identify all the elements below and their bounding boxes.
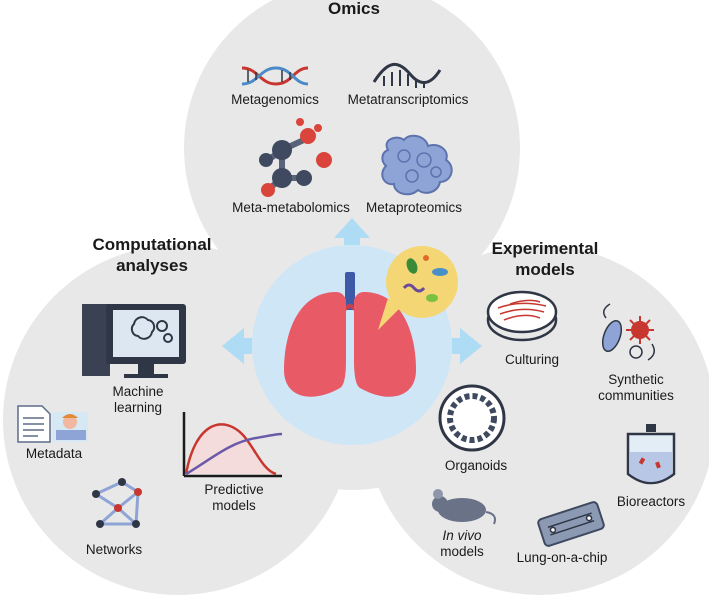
bioreactor-icon bbox=[626, 424, 676, 485]
arrow-left-icon bbox=[222, 328, 252, 364]
petri-dish-icon bbox=[486, 290, 558, 342]
arrows bbox=[222, 218, 482, 364]
lung-on-a-chip-label: Lung-on-a-chip bbox=[516, 550, 608, 565]
mouse-icon bbox=[432, 489, 496, 525]
meta-metabolomics-label: Meta-metabolomics bbox=[232, 200, 350, 215]
experimental-title-line2: models bbox=[515, 260, 575, 279]
in-vivo-line2: models bbox=[440, 544, 484, 559]
predictive-models-line1: Predictive bbox=[204, 482, 264, 497]
computational-title: Computational analyses bbox=[82, 234, 222, 276]
networks-label: Networks bbox=[85, 542, 143, 557]
computational-title-line2: analyses bbox=[116, 256, 188, 275]
synthetic-communities-line2: communities bbox=[598, 388, 674, 403]
document-icon bbox=[17, 405, 51, 443]
in-vivo-line1: In vivo bbox=[442, 528, 482, 543]
synthetic-communities-line1: Synthetic bbox=[608, 372, 664, 387]
curve-plot-icon bbox=[182, 412, 283, 478]
chip-icon bbox=[537, 501, 605, 547]
in-vivo-models-label: In vivo models bbox=[424, 528, 500, 560]
computer-icon bbox=[82, 304, 186, 378]
metatranscriptomics-label: Metatranscriptomics bbox=[347, 92, 469, 107]
bioreactors-label: Bioreactors bbox=[616, 494, 686, 509]
organoids-label: Organoids bbox=[444, 458, 508, 473]
computational-title-line1: Computational bbox=[92, 235, 212, 254]
patient-icon bbox=[52, 412, 88, 442]
metagenomics-label: Metagenomics bbox=[231, 92, 319, 107]
arrow-right-icon bbox=[452, 328, 482, 364]
metaproteomics-label: Metaproteomics bbox=[365, 200, 463, 215]
culturing-label: Culturing bbox=[504, 352, 560, 367]
lungs-icon bbox=[284, 272, 416, 397]
machine-learning-line1: Machine bbox=[112, 384, 164, 399]
machine-learning-line2: learning bbox=[113, 400, 163, 415]
dna-icon bbox=[241, 66, 309, 86]
predictive-models-line2: models bbox=[212, 498, 256, 513]
rna-icon bbox=[372, 63, 442, 88]
predictive-models-label: Predictive models bbox=[194, 482, 274, 514]
experimental-title-line1: Experimental bbox=[491, 239, 599, 258]
machine-learning-label: Machine learning bbox=[98, 384, 178, 416]
synthetic-communities-label: Synthetic communities bbox=[584, 372, 688, 404]
protein-icon bbox=[381, 134, 453, 196]
microbes-bubble-icon bbox=[378, 246, 458, 330]
arrow-up-icon bbox=[334, 218, 370, 245]
experimental-title: Experimental models bbox=[470, 238, 620, 280]
metabolite-icon bbox=[259, 118, 332, 197]
organoid-icon bbox=[438, 384, 506, 452]
omics-title: Omics bbox=[328, 0, 380, 18]
metadata-label: Metadata bbox=[25, 446, 83, 461]
microbe-community-icon bbox=[601, 303, 655, 361]
network-icon bbox=[92, 478, 142, 528]
